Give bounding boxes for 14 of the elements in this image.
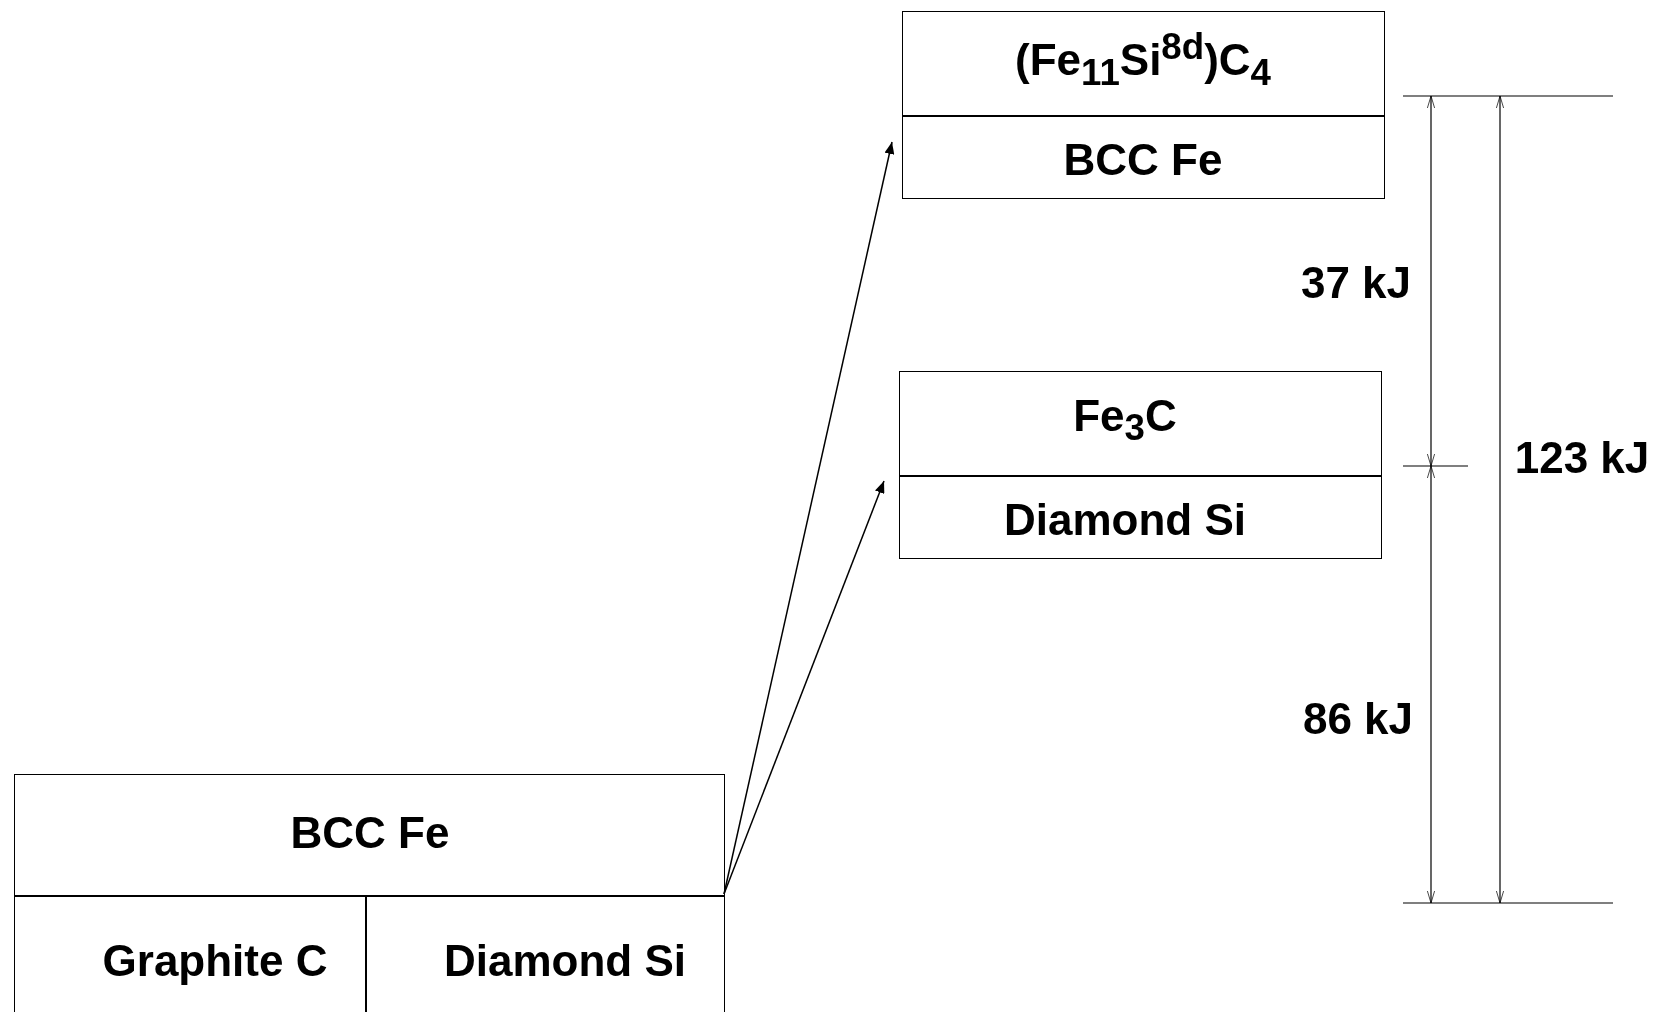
phase-label: Graphite C: [102, 936, 328, 986]
phase-label: Fe$_{3}$C: [1073, 390, 1177, 450]
energy-value: 123 kJ: [1514, 433, 1650, 483]
energy-level-box: [14, 774, 725, 1012]
phase-label: BCC Fe: [1063, 135, 1223, 185]
phase-label: Diamond Si: [444, 936, 686, 986]
phase-label: BCC Fe: [290, 808, 450, 858]
phase-label: Diamond Si: [1004, 495, 1246, 545]
energy-value: 86 kJ: [1302, 694, 1414, 744]
energy-level-box: [899, 371, 1382, 559]
phase-label: (Fe$_{11}$Si$^{8d}$)C$_{4}$: [1015, 26, 1271, 94]
energy-level-box: [902, 11, 1385, 199]
energy-value: 37 kJ: [1300, 258, 1412, 308]
arrow: [723, 480, 885, 895]
